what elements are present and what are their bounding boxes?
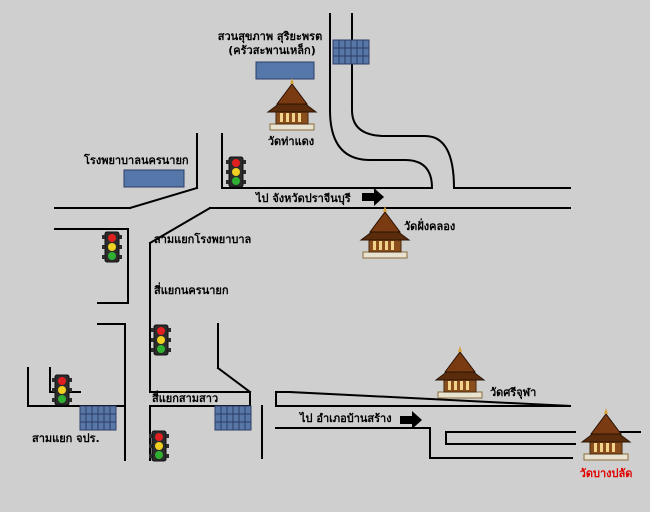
traffic-light-icon [148,430,170,462]
temple-icon [360,205,410,259]
traffic-light-icon [150,324,172,356]
hospital-building [123,169,185,188]
park-label-line1: สวนสุขภาพ สุริยะพรต [217,30,323,43]
arrow-right-icon [362,188,384,206]
traffic-light-icon [51,374,73,406]
arrow-right-icon [400,411,422,429]
hospital-label: โรงพยาบาลนครนายก [84,154,189,167]
destination-temple-label: วัดบางปลัด [579,467,633,480]
road-network [27,13,641,461]
wat-tha-daeng-label: วัดท่าแดง [267,135,315,148]
jor-por-ror-junction-label: สามแยก จปร. [32,432,100,445]
park-building [255,61,315,80]
temple-icon [435,345,485,399]
park-label-line2: (ครัวสะพานเหล็ก) [228,44,316,57]
bridge-icon [79,405,117,431]
traffic-light-icon [101,231,123,263]
road-curve-left [329,13,434,190]
hospital-junction-label: สามแยกโรงพยาบาล [154,233,252,246]
road-curve-right [351,13,456,190]
wat-si-chula-label: วัดศรีจุฬา [490,386,537,399]
sam-sao-intersection-label: สี่แยกสามสาว [152,392,219,405]
traffic-light-icon [225,156,247,188]
temple-icon [267,77,317,131]
to-prachinburi-label: ไป จังหวัดปราจีนบุรี [256,192,351,205]
bridge-icon [214,405,252,431]
nakhon-nayok-intersection-label: สี่แยกนครนายก [154,284,229,297]
bridge-icon [332,39,370,65]
to-ban-sang-label: ไป อำเภอบ้านสร้าง [300,412,392,425]
temple-icon [581,407,631,461]
wat-fang-khlong-label: วัดฝั่งคลอง [404,220,456,233]
